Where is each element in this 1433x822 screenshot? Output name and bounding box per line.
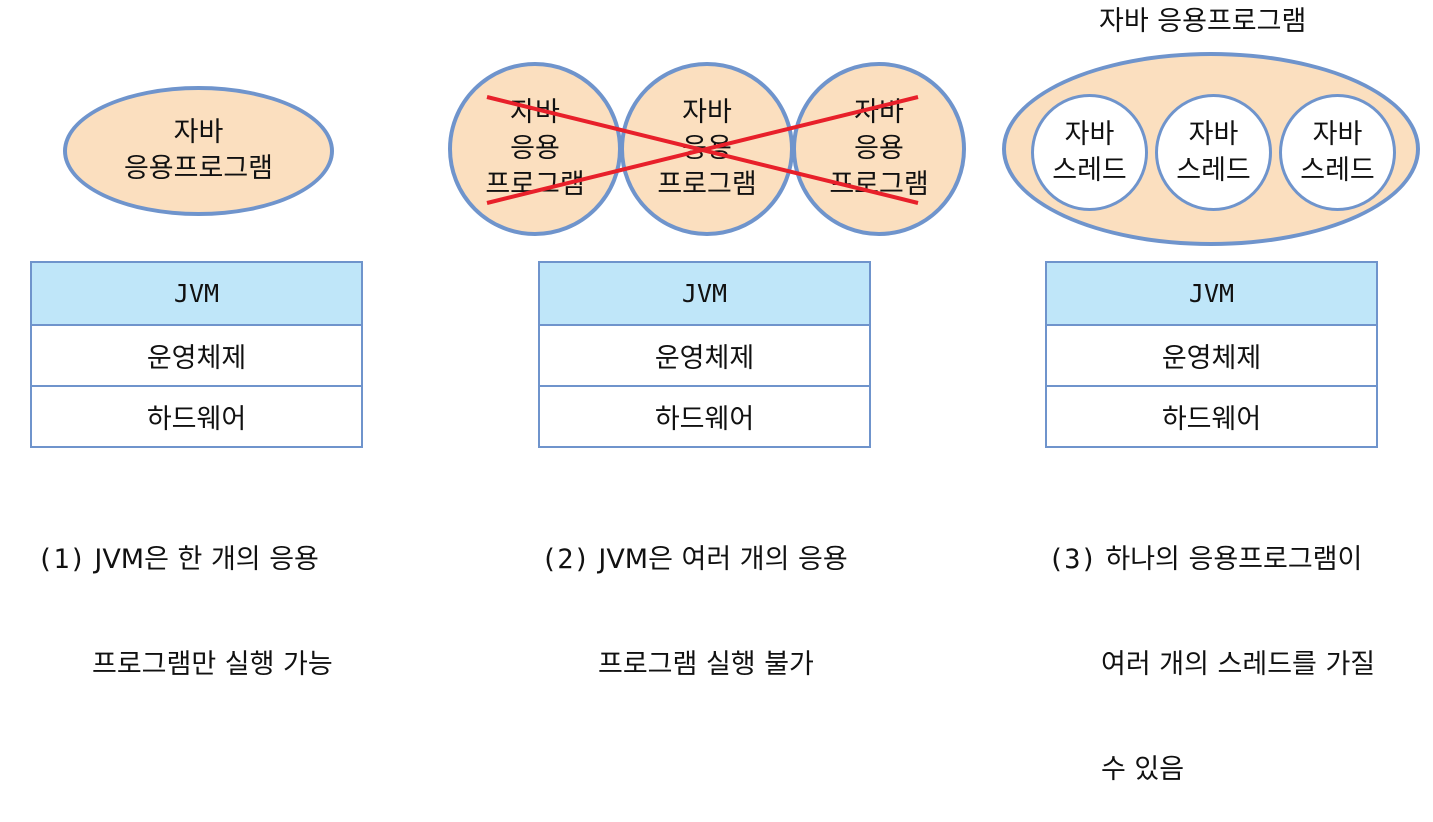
panel3-thread-circle-3: 자바 스레드: [1279, 94, 1396, 211]
panel3-thread-label-2: 자바 스레드: [1176, 118, 1251, 186]
panel3-hardware-layer: 하드웨어: [1047, 385, 1376, 446]
panel2-caption: (2) JVM은 여러 개의 응용 프로그램 실행 불가: [541, 472, 848, 717]
panel1-caption-line1: JVM은 한 개의 응용: [94, 544, 319, 575]
panel2-jvm-layer: JVM: [540, 263, 869, 324]
panel1-program-label: 자바 응용프로그램: [123, 117, 274, 184]
panel3-jvm-layer: JVM: [1047, 263, 1376, 324]
panel3-caption-num: (3): [1048, 544, 1097, 575]
panel1-caption-line2: 프로그램만 실행 가능: [92, 649, 333, 680]
panel1-jvm-layer: JVM: [32, 263, 361, 324]
panel2-caption-line1: JVM은 여러 개의 응용: [598, 544, 848, 575]
panel3-thread-circle-2: 자바 스레드: [1155, 94, 1272, 211]
panel2-program-circle-3: 자바 응용 프로그램: [792, 62, 966, 236]
panel2-os-layer: 운영체제: [540, 324, 869, 385]
panel1-caption-num: (1): [37, 544, 86, 575]
panel3-caption-line2: 여러 개의 스레드를 가질: [1101, 649, 1376, 680]
panel2-caption-line2: 프로그램 실행 불가: [598, 649, 814, 680]
panel3-caption: (3) 하나의 응용프로그램이 여러 개의 스레드를 가질 수 있음: [1048, 472, 1375, 822]
panel3-caption-line1: 하나의 응용프로그램이: [1105, 544, 1363, 575]
panel1-os-layer: 운영체제: [32, 324, 361, 385]
panel3-caption-line3: 수 있음: [1101, 754, 1185, 785]
panel2-caption-num: (2): [541, 544, 590, 575]
panel2-program-label-2: 자바 응용 프로그램: [657, 97, 757, 200]
panel2-stack: JVM 운영체제 하드웨어: [538, 261, 871, 448]
panel3-program-title: 자바 응용프로그램: [1099, 6, 1307, 37]
panel3-stack: JVM 운영체제 하드웨어: [1045, 261, 1378, 448]
panel2-cross-mark: [486, 95, 919, 205]
panel1-stack: JVM 운영체제 하드웨어: [30, 261, 363, 448]
panel2-hardware-layer: 하드웨어: [540, 385, 869, 446]
panel1-hardware-layer: 하드웨어: [32, 385, 361, 446]
panel3-thread-label-3: 자바 스레드: [1300, 118, 1375, 186]
panel1-program-ellipse: 자바 응용프로그램: [63, 86, 334, 216]
panel3-os-layer: 운영체제: [1047, 324, 1376, 385]
cross-line-up: [486, 95, 919, 205]
panel3-thread-circle-1: 자바 스레드: [1031, 94, 1148, 211]
panel2-program-label-3: 자바 응용 프로그램: [829, 97, 929, 200]
panel3-thread-label-1: 자바 스레드: [1052, 118, 1127, 186]
